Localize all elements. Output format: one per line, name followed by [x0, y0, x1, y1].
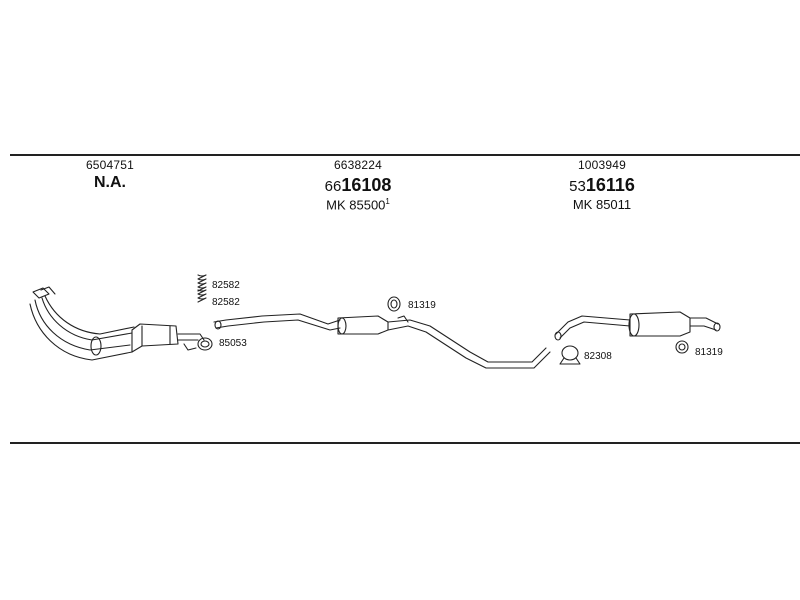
top-divider: [10, 154, 800, 156]
part-label-hanger-mid: 81319: [408, 300, 436, 311]
part-label-hanger-rear: 81319: [695, 347, 723, 358]
part-label-clamp: 82308: [584, 351, 612, 362]
part-label-gasket: 85053: [219, 338, 247, 349]
reference-number: 6504751: [85, 158, 135, 172]
part-number-bold: 16116: [585, 175, 635, 195]
spring-icons: [197, 274, 207, 303]
part-number: 6616108: [278, 175, 438, 196]
column-front-pipe: 6504751 N.A.: [30, 158, 190, 192]
mk-value: 85500: [349, 197, 386, 213]
column-middle-section: 6638224 6616108 MK 855001: [278, 158, 438, 212]
part-label-spring-bottom: 82582: [212, 297, 240, 308]
part-number: 5316116: [522, 175, 682, 196]
gasket-ring-icon: [197, 337, 213, 351]
middle-pipe-assembly: [213, 313, 551, 369]
hanger-icon-mid: [387, 296, 401, 312]
rear-silencer-assembly: [554, 311, 721, 341]
part-number-prefix: 66: [324, 178, 342, 195]
part-label-spring-top: 82582: [212, 280, 240, 291]
reference-number: 1003949: [577, 158, 627, 172]
mk-number: MK 855001: [278, 197, 438, 212]
mk-footnote: 1: [385, 197, 390, 206]
part-number-bold: 16108: [341, 175, 392, 195]
reference-number: 6638224: [333, 158, 383, 172]
part-number-prefix: 53: [569, 178, 586, 195]
mk-prefix: MK: [572, 197, 596, 212]
hanger-icon-rear: [675, 340, 689, 354]
clamp-icon: [559, 345, 581, 365]
column-rear-section: 1003949 5316116 MK 85011: [522, 158, 682, 212]
part-number: N.A.: [94, 174, 126, 191]
mk-prefix: MK: [326, 197, 350, 213]
bottom-divider: [10, 442, 800, 444]
mk-value: 85011: [595, 197, 632, 212]
mk-number: MK 85011: [522, 197, 682, 212]
front-pipe-assembly: [29, 286, 205, 361]
